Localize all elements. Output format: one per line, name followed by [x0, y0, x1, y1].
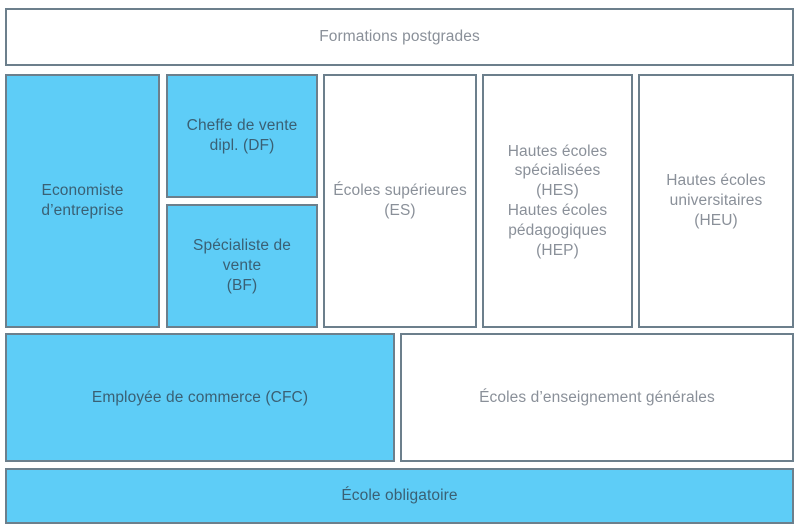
- node-formations-postgrades: Formations postgrades: [5, 8, 794, 66]
- node-ecoles-enseignement-generales: Écoles d’enseignement générales: [400, 333, 794, 462]
- node-specialiste-de-vente-bf: Spécialiste de vente(BF): [166, 204, 318, 328]
- node-label-employee-de-commerce-cfc: Employée de commerce (CFC): [91, 388, 309, 406]
- node-ecoles-superieures-es: Écoles supérieures(ES): [323, 74, 477, 328]
- node-label-formations-postgrades: Formations postgrades: [319, 28, 480, 46]
- node-employee-de-commerce-cfc: Employée de commerce (CFC): [5, 333, 395, 462]
- node-label-specialiste-de-vente-bf: Spécialiste de vente(BF): [193, 237, 291, 294]
- node-label-ecoles-enseignement-generales: Écoles d’enseignement générales: [479, 388, 715, 406]
- node-label-ecole-obligatoire: École obligatoire: [341, 487, 458, 505]
- node-ecole-obligatoire: École obligatoire: [5, 468, 794, 524]
- node-label-ecoles-superieures-es: Écoles supérieures(ES): [333, 182, 467, 219]
